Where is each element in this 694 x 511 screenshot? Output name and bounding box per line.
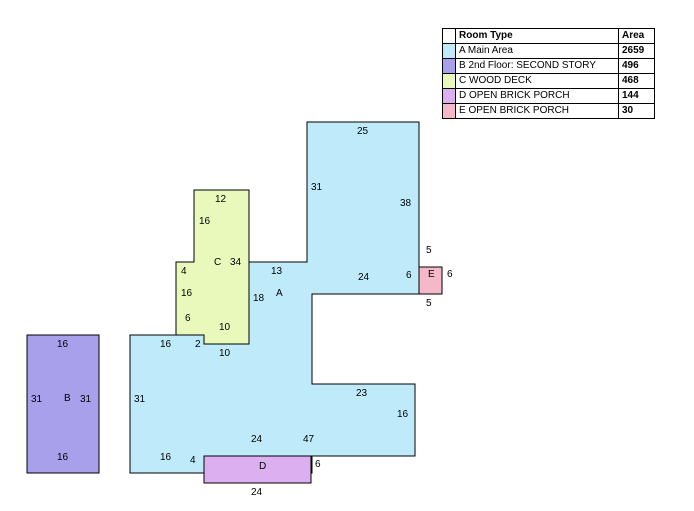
dim-c-bottom: 10 <box>219 322 231 333</box>
room-b-label: B <box>64 393 71 404</box>
dim-c-top: 12 <box>215 194 227 205</box>
room-a-shape <box>129 121 420 474</box>
room-a-label: A <box>276 288 283 299</box>
dim-a-step-top: 13 <box>271 266 283 277</box>
legend-area-c: 468 <box>618 73 655 89</box>
legend-swatch-c <box>442 73 456 89</box>
room-d-shape <box>203 455 312 484</box>
dim-c-left-mid: 16 <box>181 288 193 299</box>
dim-a-bottom-left: 16 <box>160 452 172 463</box>
dim-e-right: 6 <box>447 269 453 280</box>
room-d-label: D <box>259 461 266 472</box>
legend-name-e: E OPEN BRICK PORCH <box>455 103 619 119</box>
dim-a-notch-right: 6 <box>406 270 412 281</box>
dim-c-left-step: 4 <box>181 266 187 277</box>
legend-swatch-a <box>442 43 456 59</box>
dim-a-upper-left: 31 <box>311 182 323 193</box>
dim-c-left-upper: 16 <box>199 216 211 227</box>
legend-swatch-e <box>442 103 456 119</box>
legend-name-b: B 2nd Floor: SECOND STORY <box>455 58 619 74</box>
legend-swatch-d <box>442 88 456 104</box>
dim-a-bottom-right: 47 <box>303 434 315 445</box>
legend-row: E OPEN BRICK PORCH 30 <box>442 103 655 119</box>
legend-row: C WOOD DECK 468 <box>442 73 655 89</box>
legend-area-b: 496 <box>618 58 655 74</box>
legend-area-e: 30 <box>618 103 655 119</box>
dim-e-top: 5 <box>426 245 432 256</box>
dim-a-top: 25 <box>357 126 369 137</box>
dim-b-top: 16 <box>57 339 69 350</box>
dim-a-inner-left: 18 <box>253 293 265 304</box>
legend-row: A Main Area 2659 <box>442 43 655 59</box>
legend-area-d: 144 <box>618 88 655 104</box>
legend-header-type: Room Type <box>455 28 619 44</box>
dim-a-bottom-step: 4 <box>190 455 196 466</box>
dim-d-right: 6 <box>315 459 321 470</box>
legend-header-area: Area <box>618 28 655 44</box>
room-e-label: E <box>428 269 435 280</box>
dim-a-right-lower-side: 16 <box>397 409 409 420</box>
legend-swatch-b <box>442 58 456 74</box>
room-b-shape <box>26 334 100 474</box>
dim-b-right: 31 <box>80 394 92 405</box>
legend-name-a: A Main Area <box>455 43 619 59</box>
dim-e-bottom: 5 <box>426 298 432 309</box>
legend-row: B 2nd Floor: SECOND STORY 496 <box>442 58 655 74</box>
dim-c-left-lower: 6 <box>185 313 191 324</box>
legend-area-a: 2659 <box>618 43 655 59</box>
room-c-shape <box>175 189 250 345</box>
dim-b-left: 31 <box>31 394 43 405</box>
legend-header-swatch <box>442 28 456 44</box>
room-legend: Room Type Area A Main Area 2659 B 2nd Fl… <box>442 28 655 119</box>
dim-d-bottom: 24 <box>251 487 263 498</box>
room-e-shape <box>418 266 443 295</box>
room-c-label: C <box>214 257 221 268</box>
dim-c-right: 34 <box>230 257 242 268</box>
legend-header-row: Room Type Area <box>442 28 655 44</box>
dim-a-left-top: 16 <box>160 339 172 350</box>
dim-a-bottom-inner: 24 <box>251 434 263 445</box>
dim-b-bottom: 16 <box>57 452 69 463</box>
legend-row: D OPEN BRICK PORCH 144 <box>442 88 655 104</box>
dim-a-left-step: 2 <box>195 339 201 350</box>
dim-a-left-side: 31 <box>134 394 146 405</box>
legend-name-c: C WOOD DECK <box>455 73 619 89</box>
dim-c-bottom-below: 10 <box>219 348 231 359</box>
dim-a-upper-right: 38 <box>400 198 412 209</box>
dim-a-right-lower-top: 23 <box>356 388 368 399</box>
dim-a-mid-bottom: 24 <box>358 272 370 283</box>
legend-name-d: D OPEN BRICK PORCH <box>455 88 619 104</box>
